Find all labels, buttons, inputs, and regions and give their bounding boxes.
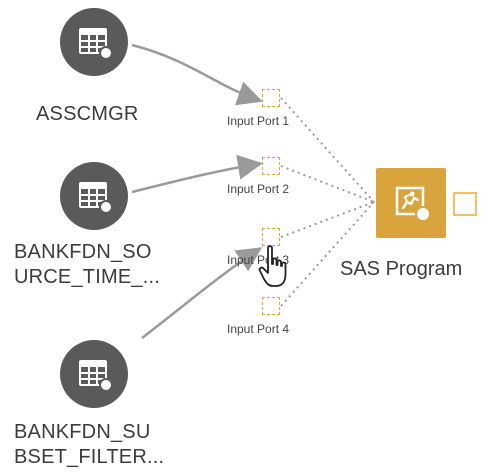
sas-program-node[interactable] — [376, 168, 446, 238]
link-sourcetime-port2[interactable] — [131, 154, 263, 194]
dotted-link-port3 — [280, 201, 375, 238]
dotted-link-port1 — [280, 97, 375, 203]
table-node-bankfdn-subset-filter[interactable] — [60, 340, 128, 408]
node-label-bankfdn-subset-filter: BANKFDN_SU BSET_FILTER... — [14, 421, 165, 468]
input-port-label-1: Input Port 1 — [227, 114, 290, 128]
node-label-asscmgr: ASSCMGR — [36, 103, 139, 125]
input-port-2[interactable] — [262, 157, 280, 175]
node-label-bankfdn-source-time: BANKFDN_SO URCE_TIME_... — [14, 241, 160, 288]
input-port-4[interactable] — [262, 297, 280, 315]
sas-program-icon — [395, 186, 431, 222]
table-node-asscmgr[interactable] — [60, 8, 128, 76]
sas-program-label: SAS Program — [340, 258, 463, 280]
input-port-label-2: Input Port 2 — [227, 182, 290, 196]
output-port[interactable] — [453, 192, 477, 216]
table-icon — [79, 182, 113, 214]
link-subsetfilter-port3[interactable] — [141, 247, 263, 339]
dotted-link-port4 — [280, 201, 375, 307]
input-port-label-4: Input Port 4 — [227, 322, 290, 336]
dotted-link-port2 — [280, 165, 375, 203]
table-node-bankfdn-source-time[interactable] — [60, 162, 128, 230]
table-icon — [79, 28, 113, 60]
hand-cursor-icon — [258, 245, 287, 287]
link-asscmgr-port1[interactable] — [131, 43, 263, 106]
table-icon — [79, 360, 113, 392]
input-port-1[interactable] — [262, 89, 280, 107]
